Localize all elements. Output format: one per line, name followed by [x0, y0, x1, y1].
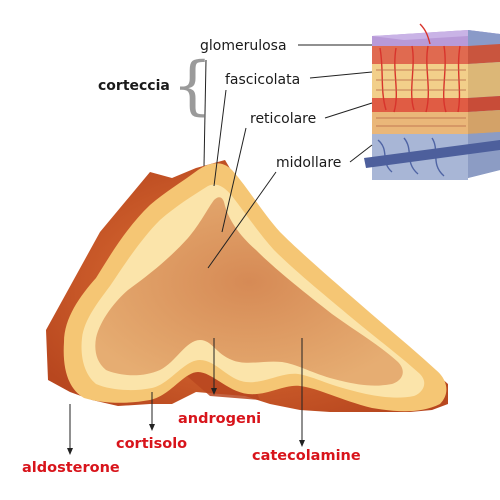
aldosterone-label: aldosterone — [22, 460, 120, 476]
reticolare-label: reticolare — [250, 111, 317, 127]
fascicolata-label: fascicolata — [225, 72, 301, 88]
androgeni-label: androgeni — [178, 411, 262, 427]
curly-brace-icon: { — [172, 49, 213, 123]
medulla — [95, 197, 403, 386]
tissue-block — [364, 23, 500, 180]
arrow-heads — [67, 388, 305, 455]
cortex-label: corteccia — [98, 78, 170, 94]
leader-lines — [69, 44, 373, 452]
cortisolo-label: cortisolo — [116, 436, 188, 452]
catecolamine-label: catecolamine — [252, 448, 361, 464]
midollare-label: midollare — [276, 155, 342, 171]
glomerulosa-label: glomerulosa — [200, 38, 287, 54]
